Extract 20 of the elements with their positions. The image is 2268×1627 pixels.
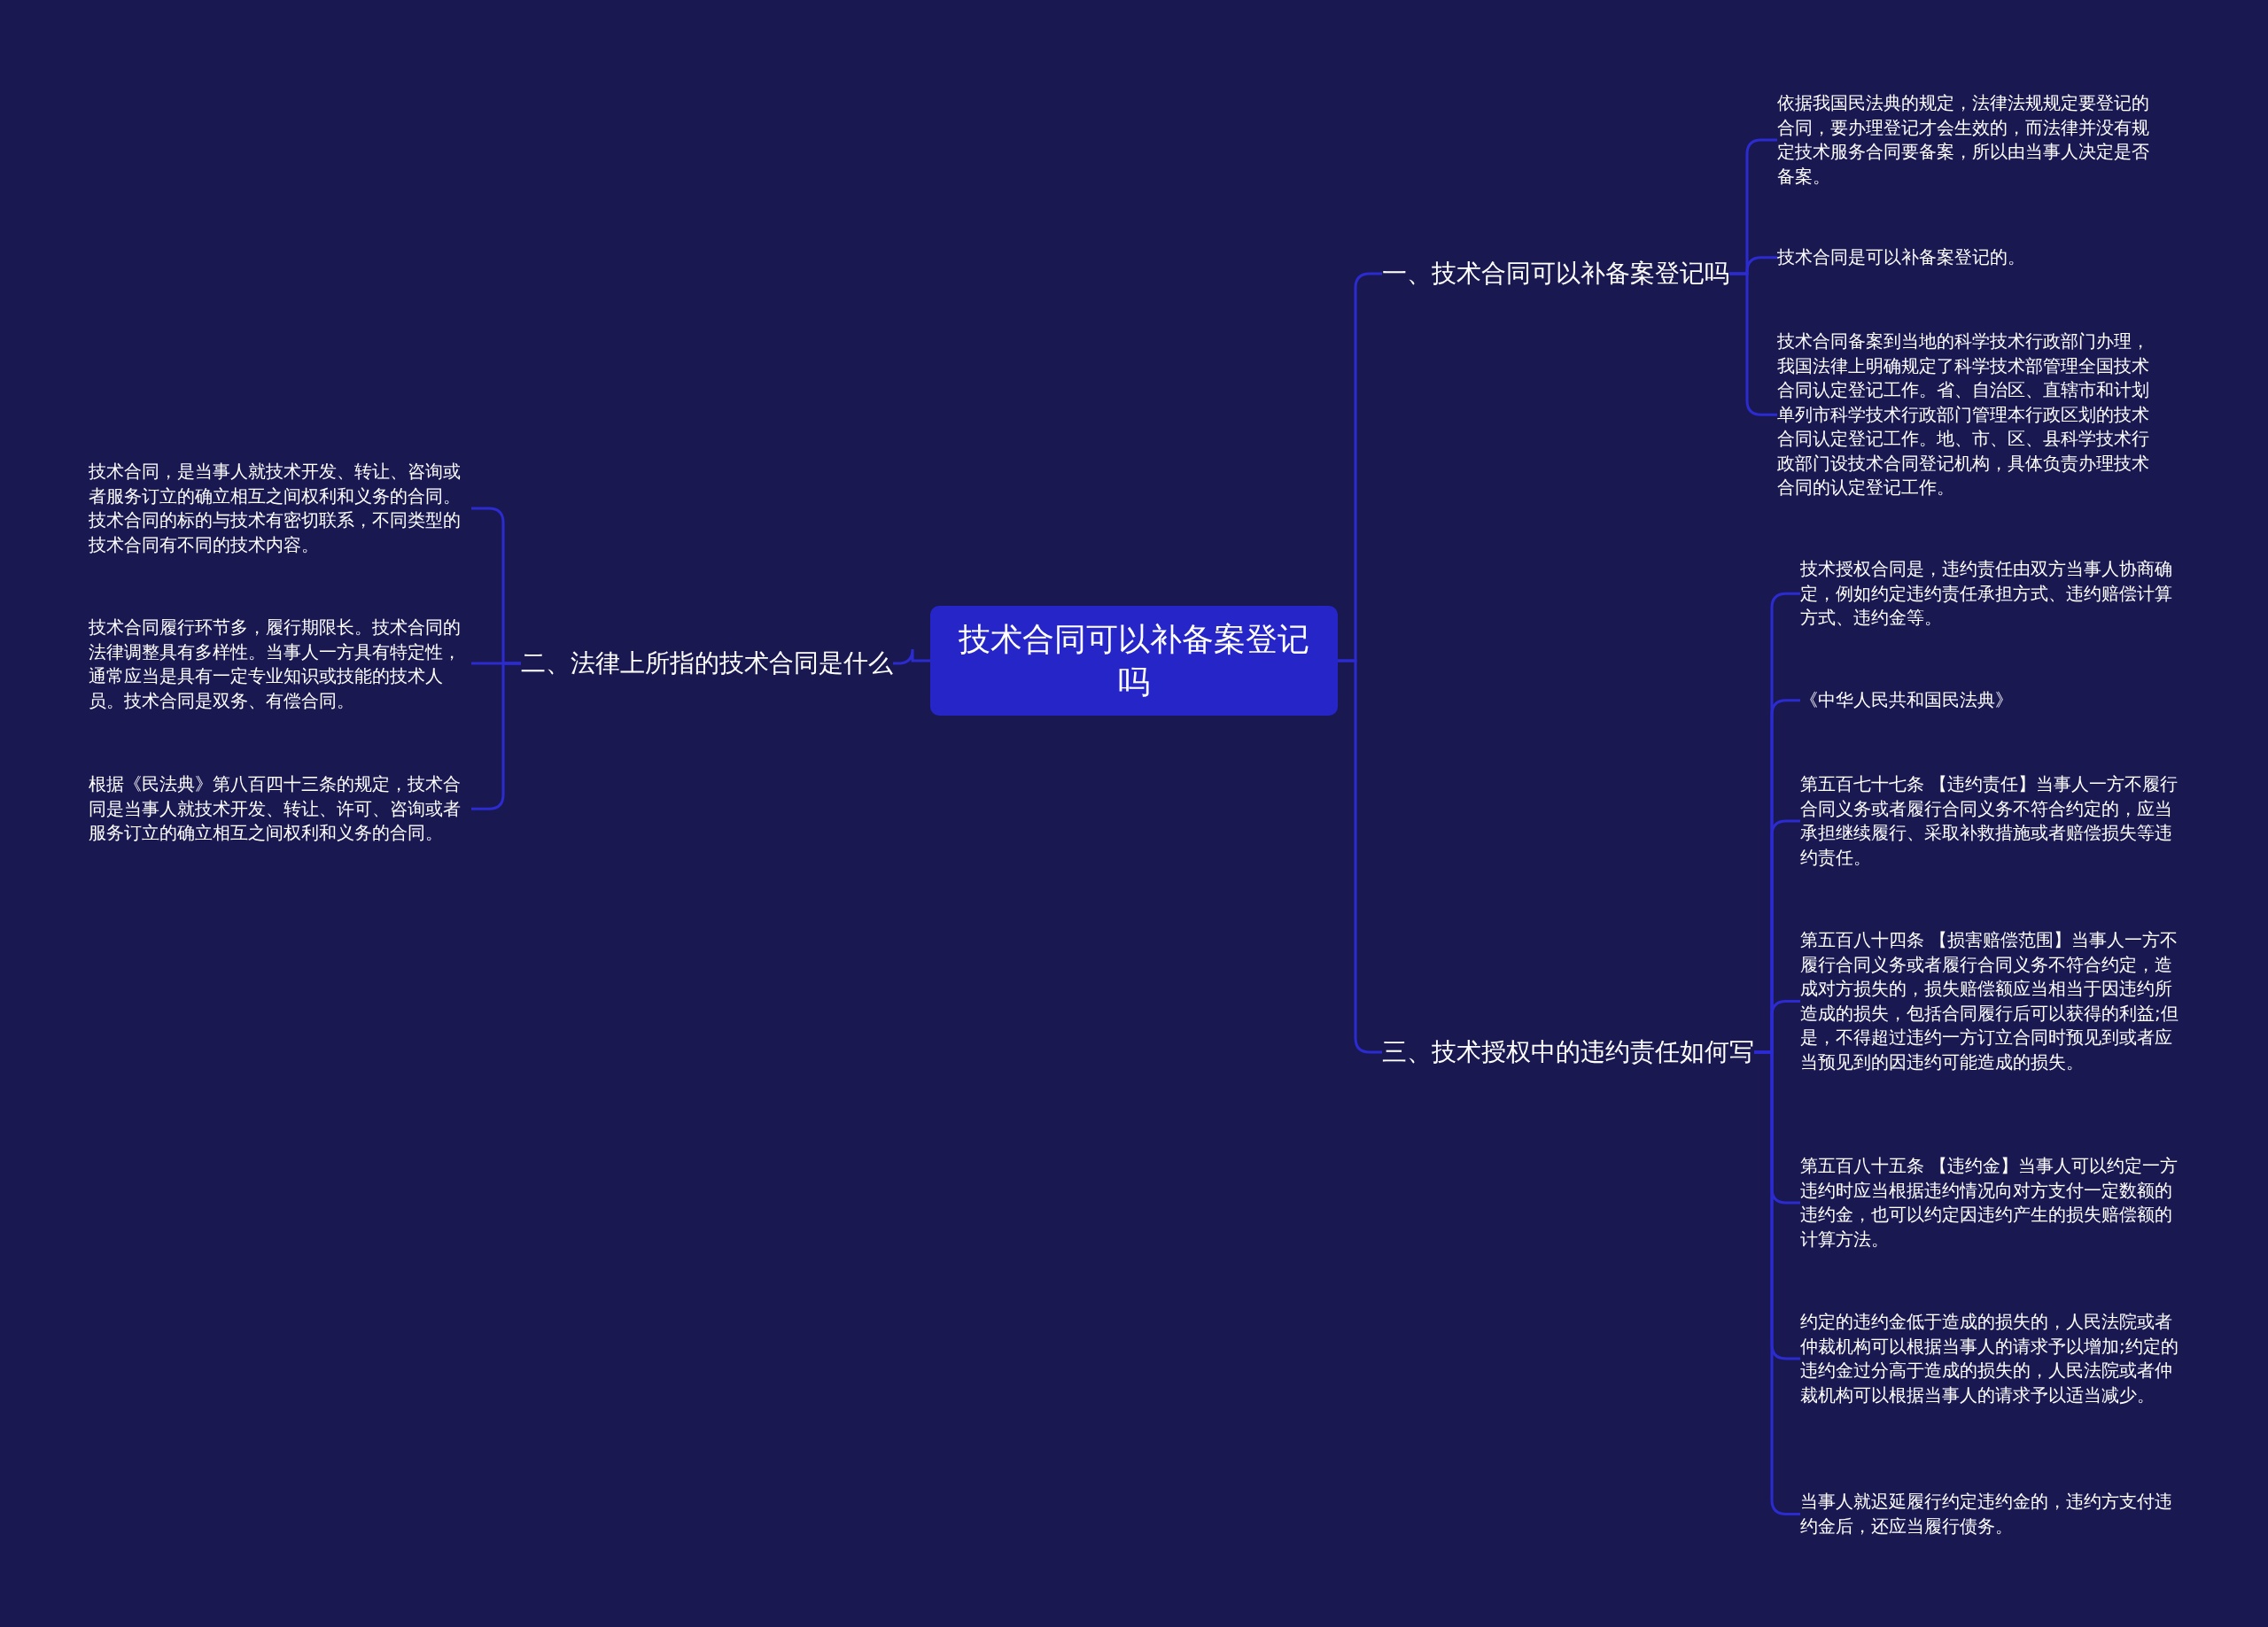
- note-text: 第五百七十七条 【违约责任】当事人一方不履行合同义务或者履行合同义务不符合约定的，应当承担继续履行、采取补救措施或者赔偿损失等违约责任。: [1800, 772, 2186, 870]
- connector-line: [1729, 272, 1777, 416]
- note-text: 第五百八十五条 【违约金】当事人可以约定一方违约时应当根据违约情况向对方支付一定数额的违约金，也可以约定因违约产生的损失赔偿额的计算方法。: [1800, 1154, 2186, 1251]
- note-text: 约定的违约金低于造成的损失的，人民法院或者仲裁机构可以根据当事人的请求予以增加;约定的违约金过分高于造成的损失的，人民法院或者仲裁机构可以根据当事人的请求予以适当减少。: [1800, 1310, 2186, 1407]
- note-text: 第五百八十四条 【损害赔偿范围】当事人一方不履行合同义务或者履行合同义务不符合约定，造成对方损失的，损失赔偿额应当相当于因违约所造成的损失，包括合同履行后可以获得的利益;但是，不得超过违约一方订立合同时预见到或者应当预见到的因违约可能造成的损失。: [1800, 928, 2186, 1074]
- connector-line: [471, 662, 521, 810]
- note-text: 《中华人民共和国民法典》: [1800, 688, 2186, 713]
- note-text: 技术授权合同是，违约责任由双方当事人协商确定，例如约定违约责任承担方式、违约赔偿计算方式、违约金等。: [1800, 557, 2186, 631]
- branch-topic: 二、法律上所指的技术合同是什么: [521, 647, 893, 679]
- note-text: 技术合同是可以补备案登记的。: [1777, 245, 2163, 270]
- branch-topic: 一、技术合同可以补备案登记吗: [1382, 258, 1729, 290]
- note-text: 根据《民法典》第八百四十三条的规定，技术合同是当事人就技术开发、转让、许可、咨询或者服务订立的确立相互之间权利和义务的合同。: [89, 772, 471, 846]
- branch-topic: 三、技术授权中的违约责任如何写: [1382, 1036, 1754, 1068]
- note-text: 当事人就迟延履行约定违约金的，违约方支付违约金后，还应当履行债务。: [1800, 1490, 2186, 1538]
- note-text: 技术合同，是当事人就技术开发、转让、咨询或者服务订立的确立相互之间权利和义务的合同。技术合同的标的与技术有密切联系，不同类型的技术合同有不同的技术内容。: [89, 460, 471, 557]
- note-text: 技术合同备案到当地的科学技术行政部门办理，我国法律上明确规定了科学技术部管理全国技术合同认定登记工作。省、自治区、直辖市和计划单列市科学技术行政部门管理本行政区划的技术合同认定登记工作。地、市、区、县科学技术行政部门设技术合同登记机构，具体负责办理技术合同的认定登记工作。: [1777, 329, 2163, 500]
- connector-line: [893, 647, 930, 665]
- central-topic-box: 技术合同可以补备案登记吗: [930, 606, 1338, 716]
- note-text: 技术合同履行环节多，履行期限长。技术合同的法律调整具有多样性。当事人一方具有特定性，通常应当是具有一定专业知识或技能的技术人员。技术合同是双务、有偿合同。: [89, 616, 471, 713]
- note-text: 依据我国民法典的规定，法律法规规定要登记的合同，要办理登记才会生效的，而法律并没有规定技术服务合同要备案，所以由当事人决定是否备案。: [1777, 91, 2163, 189]
